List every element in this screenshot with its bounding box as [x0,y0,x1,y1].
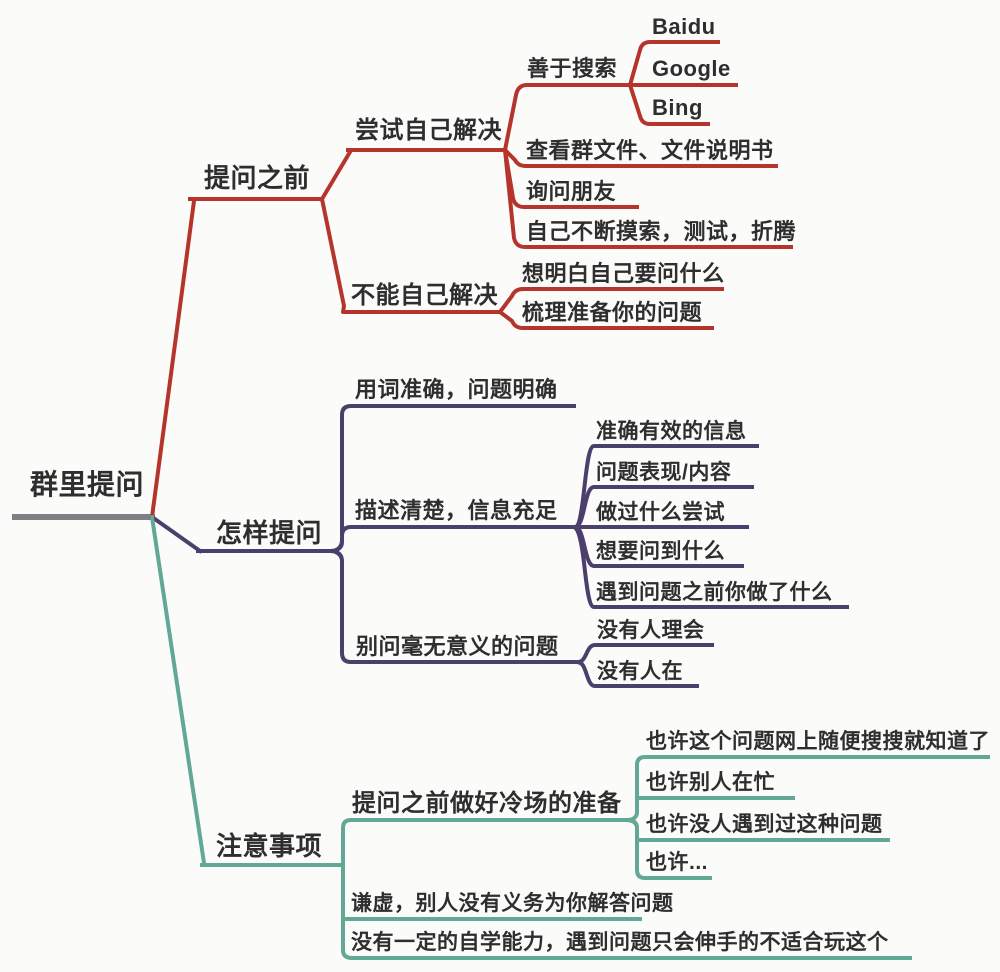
node-google[interactable]: Google [652,56,731,81]
edge-how-to-meaningless [330,548,580,664]
node-before-asking[interactable]: 提问之前 [204,163,311,193]
node-notes[interactable]: 注意事项 [216,831,323,861]
node-no-response[interactable]: 没有人理会 [597,619,705,642]
edge-tryself-to-groupfiles [502,147,778,168]
node-maybe-busy[interactable]: 也许别人在忙 [646,771,775,794]
node-before-problem-actions[interactable]: 遇到问题之前你做了什么 [596,581,833,604]
node-bing[interactable]: Bing [652,95,703,120]
node-nobody-around[interactable]: 没有人在 [597,660,683,683]
node-check-group-files[interactable]: 查看群文件、文件说明书 [526,138,774,163]
edge-search-to-bing [627,82,710,126]
node-prepare-for-silence[interactable]: 提问之前做好冷场的准备 [352,790,622,817]
node-good-at-search[interactable]: 善于搜索 [527,56,618,81]
node-what-to-ask[interactable]: 想要问到什么 [596,540,725,563]
edge-tryself-to-explore [502,147,793,249]
node-meaningless-questions[interactable]: 别问毫无意义的问题 [356,634,559,659]
node-maybe-searchable[interactable]: 也许这个问题网上随便搜搜就知道了 [646,730,990,753]
node-self-learning[interactable]: 没有一定的自学能力，遇到问题只会伸手的不适合玩这个 [351,931,889,954]
node-maybe-etc[interactable]: 也许... [646,851,709,874]
edge-root-to-notes [149,514,207,866]
node-keep-exploring[interactable]: 自己不断摸索，测试，折腾 [526,219,797,244]
edge-notes-spine [341,818,912,960]
edge-root-to-how [149,514,203,554]
edge-describe-to-context [572,524,849,609]
node-how-to-ask[interactable]: 怎样提问 [216,518,323,548]
edge-how-to-accurate [330,404,576,554]
node-cannot-self-solve[interactable]: 不能自己解决 [351,282,498,309]
node-root[interactable]: 群里提问 [30,469,145,500]
edge-before-to-tryself [319,149,353,202]
node-figure-out-question[interactable]: 想明白自己要问什么 [522,261,725,286]
edge-tryself-to-search [502,83,632,153]
edge-cannotself-to-organize [497,309,714,330]
edge-how-to-describe [330,525,577,554]
edge-search-to-baidu [627,40,720,88]
edge-cold-to-maybeetc [624,817,712,880]
edge-tryself-to-askfriends [502,147,639,209]
node-baidu[interactable]: Baidu [652,14,716,39]
node-ask-friends[interactable]: 询问朋友 [526,179,617,204]
node-try-self-solve[interactable]: 尝试自己解决 [355,117,502,144]
edge-root-to-before [149,198,197,520]
node-be-humble[interactable]: 谦虚，别人没有义务为你解答问题 [351,892,674,915]
edge-before-to-cannotself [319,196,502,314]
node-valid-info[interactable]: 准确有效的信息 [596,420,747,443]
node-accurate-wording[interactable]: 用词准确，问题明确 [355,377,558,402]
node-describe-clearly[interactable]: 描述清楚，信息充足 [355,498,558,523]
node-maybe-unseen[interactable]: 也许没人遇到过这种问题 [646,813,883,836]
node-problem-content[interactable]: 问题表现/内容 [596,461,732,484]
edge-meaningless-to-nobody [575,659,699,688]
node-prepare-question[interactable]: 梳理准备你的问题 [522,300,703,325]
edge-cannotself-to-figureout [497,287,724,315]
node-attempts-made[interactable]: 做过什么尝试 [596,501,725,524]
